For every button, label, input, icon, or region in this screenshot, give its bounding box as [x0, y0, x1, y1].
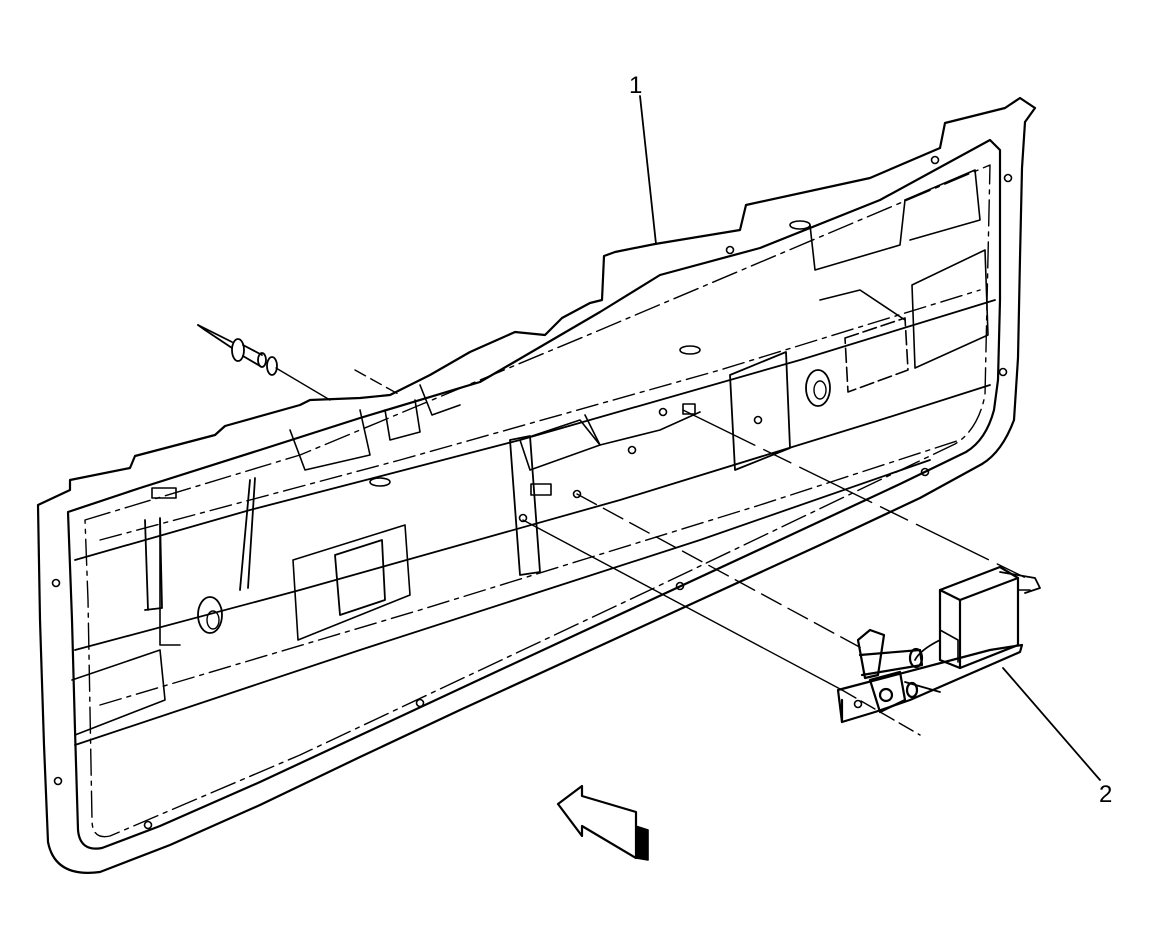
- alignment-lines: [354, 369, 1031, 736]
- callout-number-2: 2: [1099, 781, 1113, 808]
- tailgate-panel: [36, 96, 1037, 874]
- callout-number-1: 1: [629, 72, 643, 99]
- direction-arrow-icon: [556, 784, 649, 861]
- latch-assembly: [836, 565, 1041, 724]
- leader-line-1: [639, 95, 657, 245]
- rivet-fastener: [197, 324, 331, 401]
- leader-line-2: [1002, 667, 1101, 781]
